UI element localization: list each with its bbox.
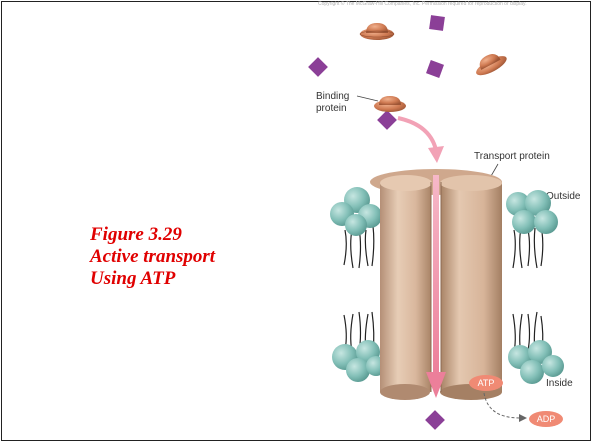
solute-diamond	[377, 110, 397, 130]
binding-protein-label-line-2: protein	[316, 103, 347, 114]
transport-protein-label: Transport protein	[474, 151, 550, 162]
atp-conversion-arrow	[483, 392, 521, 419]
binding-protein-leader	[356, 95, 379, 102]
binding-protein-label: Binding	[316, 91, 349, 102]
binding-protein	[476, 54, 507, 76]
solute-diamond	[426, 60, 444, 78]
adp-badge: ADP	[529, 411, 563, 427]
figure-title-line-1: Figure 3.29	[90, 224, 182, 245]
figure-title-line-3: Using ATP	[90, 268, 176, 289]
outside-label: Outside	[546, 191, 581, 202]
membrane-left	[330, 187, 386, 382]
atp-badge: ATP	[469, 375, 503, 391]
inside-label: Inside	[546, 378, 573, 389]
figure-title: Figure 3.29 Active transport Using ATP	[90, 224, 290, 290]
atp-label: ATP	[478, 378, 495, 388]
solute-diamond	[429, 15, 445, 31]
transport-arrow	[397, 116, 446, 398]
transport-protein	[370, 169, 502, 400]
copyright-notice: Copyright © The McGraw-Hill Companies, I…	[318, 1, 527, 7]
solute-diamond	[308, 57, 328, 77]
membrane-right	[506, 190, 564, 384]
binding-protein-with-solute	[374, 96, 406, 112]
solute-diamond	[425, 410, 445, 430]
figure-title-line-2: Active transport	[90, 246, 216, 267]
atp-conversion-arrowhead	[519, 414, 527, 422]
binding-protein	[359, 23, 395, 40]
adp-label: ADP	[537, 414, 556, 424]
solute-molecules	[308, 15, 445, 430]
